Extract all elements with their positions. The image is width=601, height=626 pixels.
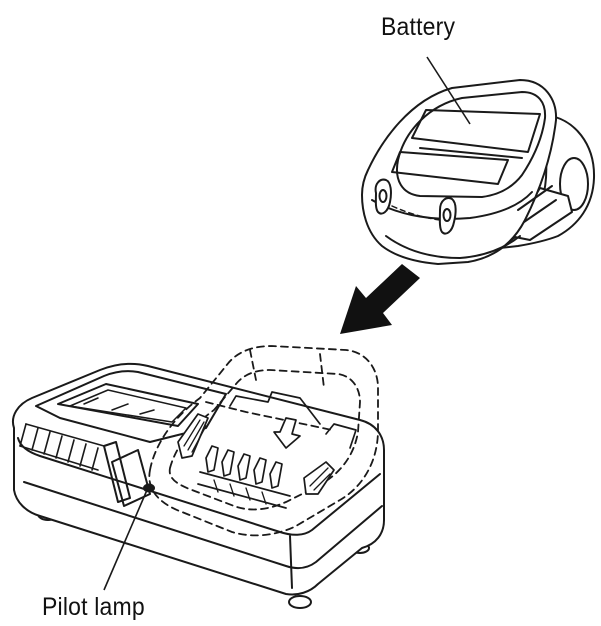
battery-latch-guide (392, 206, 440, 220)
cradle-connector-right-ridges (310, 468, 330, 490)
cradle-rail-left (206, 402, 332, 430)
battery-latch-left-hole (380, 190, 387, 202)
cradle-internals (178, 392, 356, 508)
pilot-lamp-leader-line (104, 490, 147, 590)
charger-front-edge (290, 536, 292, 588)
charger-skirt (24, 482, 382, 568)
charger-cradle (149, 346, 378, 535)
battery-body (362, 80, 556, 264)
charger-display-inner (70, 390, 186, 422)
cradle-down-arrow-icon (274, 418, 300, 448)
cradle-rail-right (250, 350, 324, 388)
battery-charger (13, 364, 384, 608)
battery-label-area (412, 110, 540, 152)
battery-label-divider (420, 148, 522, 158)
pilot-lamp-icon (144, 485, 154, 492)
battery-front-panel (392, 152, 508, 184)
cradle-terminal-rib (214, 480, 266, 504)
battery-stripe (518, 186, 556, 222)
battery-latch-right-hole (444, 209, 451, 221)
pilot-lamp-label: Pilot lamp (42, 593, 145, 621)
battery-leader-line (427, 57, 470, 124)
charger-side-rail (104, 442, 130, 502)
cradle-terminals (198, 446, 290, 508)
charger-lamp-recess (112, 450, 150, 506)
battery-latch-right (440, 198, 456, 234)
insertion-arrow-icon (340, 264, 420, 334)
charger-display-window (58, 384, 198, 426)
charger-foot-right (289, 596, 311, 608)
battery-pack (362, 80, 594, 264)
charger-vent-slots (20, 424, 104, 470)
battery-label: Battery (381, 13, 456, 41)
cradle-back-wall (230, 392, 320, 424)
cradle-outline (149, 346, 378, 535)
battery-end-cap-ring (560, 158, 588, 210)
cradle-terminal-base (198, 472, 290, 508)
battery-latch-left (376, 180, 391, 214)
battery-bottom-edge (386, 236, 520, 258)
cradle-connector-left-ridges (184, 420, 206, 452)
charger-display-tab-left (84, 398, 154, 414)
battery-top-panel (397, 92, 545, 197)
cradle-right-guide (326, 424, 356, 448)
battery-body-edge (372, 192, 532, 219)
